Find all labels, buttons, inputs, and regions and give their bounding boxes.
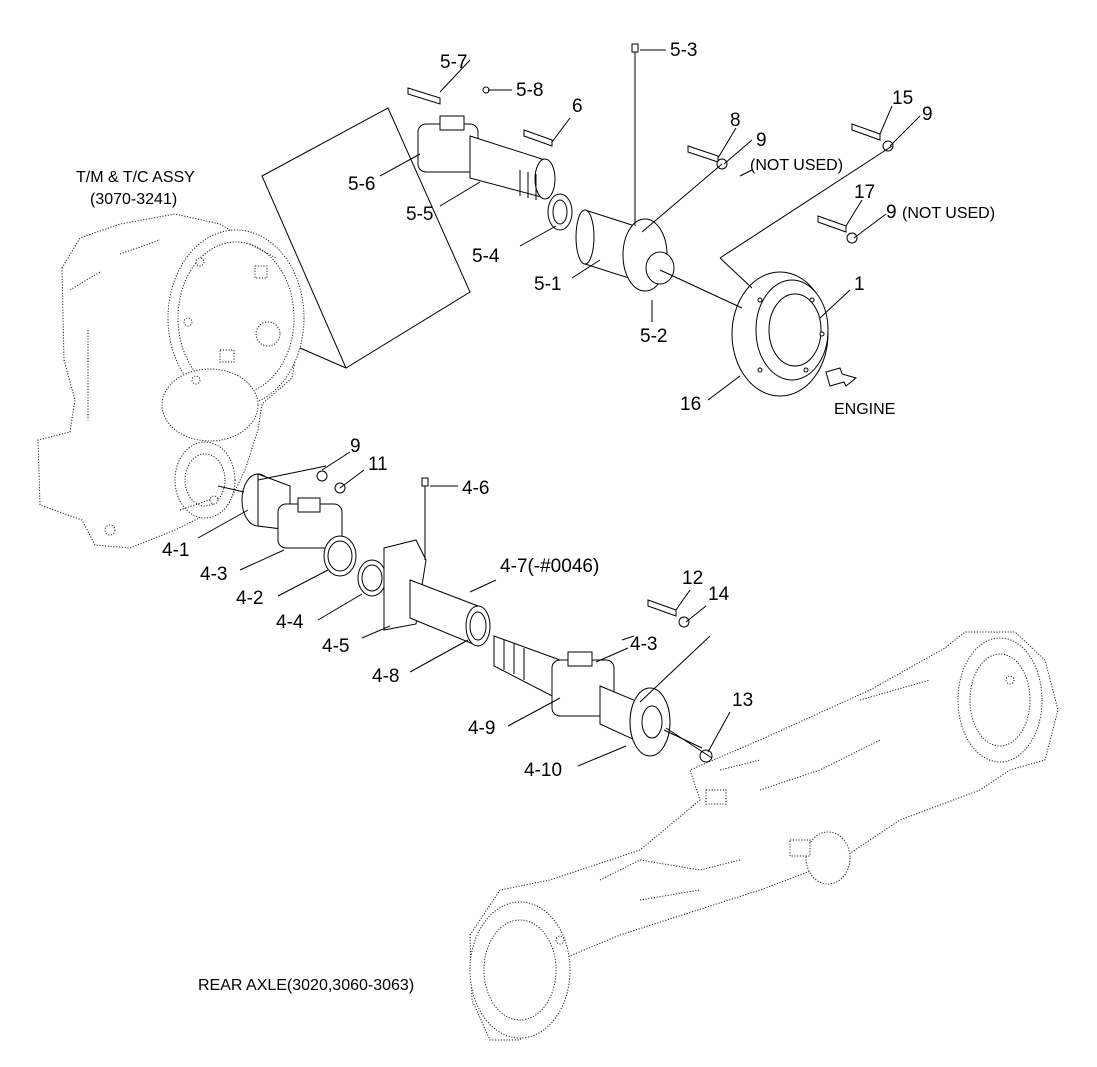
callout-16: 16	[680, 394, 701, 415]
callout-13: 13	[732, 690, 753, 711]
callout-5-4: 5-4	[472, 246, 500, 267]
callout-11: 11	[368, 454, 388, 475]
callout-4-4: 4-4	[276, 612, 304, 633]
callout-5-6: 5-6	[348, 174, 375, 195]
callout-8: 8	[730, 110, 741, 131]
callout-5-3: 5-3	[670, 40, 697, 61]
tm-assy-title: T/M & T/C ASSY	[76, 169, 195, 186]
callout-6: 6	[572, 96, 583, 117]
callout-leaders	[197, 49, 921, 767]
callout-5-1: 5-1	[534, 274, 561, 295]
not-used-label-c: (NOT USED)	[902, 205, 995, 222]
callout-5-2: 5-2	[640, 326, 667, 347]
callout-9-a: 9	[756, 130, 767, 151]
callout-9-d: 9	[350, 436, 361, 457]
callout-4-10: 4-10	[524, 760, 562, 781]
callout-9-c: 9	[886, 202, 897, 223]
callout-9-b: 9	[922, 104, 933, 125]
callout-4-1: 4-1	[162, 540, 189, 561]
callout-5-5: 5-5	[406, 204, 433, 225]
callout-4-2: 4-2	[236, 588, 263, 609]
callout-4-3-b: 4-3	[630, 634, 657, 655]
callout-15: 15	[892, 88, 913, 109]
rear-axle-assembly	[469, 631, 1059, 1041]
callout-4-7: 4-7(-#0046)	[500, 556, 599, 577]
transmission-assembly	[37, 213, 305, 549]
callout-4-5: 4-5	[322, 636, 349, 657]
callout-12: 12	[682, 568, 703, 589]
rear-axle-label: REAR AXLE(3020,3060-3063)	[198, 977, 414, 994]
callout-14: 14	[708, 584, 730, 605]
callout-17: 17	[854, 182, 875, 203]
callout-4-3-a: 4-3	[200, 564, 227, 585]
callout-1: 1	[854, 274, 865, 295]
callout-4-6: 4-6	[462, 478, 489, 499]
callout-4-9: 4-9	[468, 718, 495, 739]
callout-5-7: 5-7	[440, 52, 467, 73]
engine-label: ENGINE	[834, 401, 895, 418]
not-used-label-a: (NOT USED)	[750, 157, 843, 174]
tm-assy-ref: (3070-3241)	[90, 191, 177, 208]
engine-direction-arrow	[825, 367, 858, 387]
lower-shaft-group	[217, 465, 713, 763]
callout-5-8: 5-8	[516, 80, 543, 101]
callout-4-8: 4-8	[372, 666, 399, 687]
upper-shaft-group	[261, 43, 894, 397]
